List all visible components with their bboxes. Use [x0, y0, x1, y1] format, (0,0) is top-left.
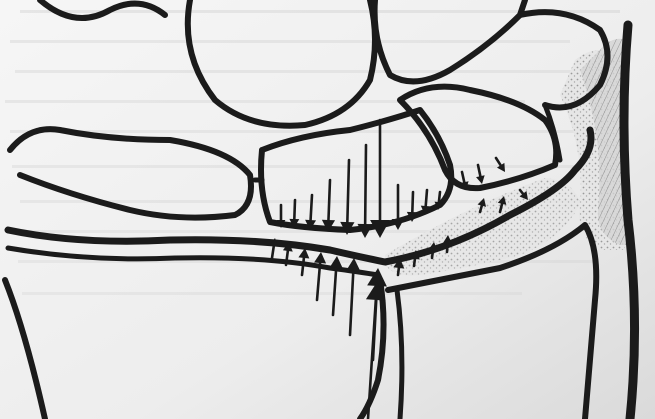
- joint-diagram: [0, 0, 655, 419]
